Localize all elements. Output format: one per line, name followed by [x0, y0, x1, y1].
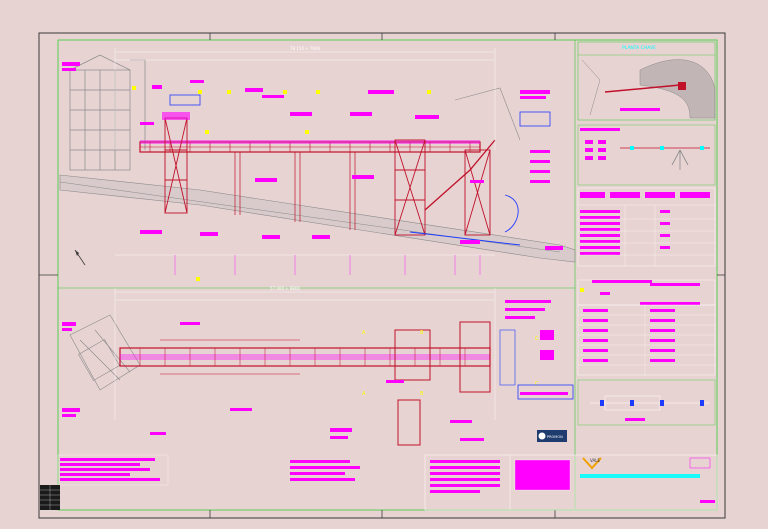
general-notes — [57, 454, 360, 486]
plan-view: 57 000 + 8800 A A B B C C — [62, 286, 574, 446]
promon-logo-icon: PROMON — [537, 430, 567, 442]
existing-plan-structures — [69, 314, 141, 391]
elevation-yellow-tags — [132, 86, 431, 281]
terrain-slope — [59, 174, 576, 263]
section-b-top: B — [420, 330, 424, 336]
section-a-top: A — [362, 330, 366, 336]
key-plan-title: PLANTA CHAVE — [622, 45, 656, 51]
section-c-top: C — [535, 336, 539, 342]
key-plan: PLANTA CHAVE — [577, 41, 716, 121]
axis-grid — [174, 255, 481, 275]
bill-of-materials-table — [577, 187, 716, 267]
existing-building — [69, 54, 146, 171]
support-detail — [577, 379, 716, 426]
title-block: VALE PROMON — [424, 430, 718, 511]
elevation-callouts — [62, 62, 563, 250]
vale-logo-icon: VALE — [582, 457, 602, 470]
section-b-bottom: B — [420, 391, 424, 397]
section-c-bottom: C — [535, 381, 539, 387]
inclined-conveyor — [424, 139, 496, 211]
transfer-tower — [394, 139, 491, 236]
drawing-frame — [57, 39, 718, 511]
support-bents — [234, 152, 356, 230]
detail-block — [577, 124, 716, 186]
plan-dimension: 57 000 + 8800 — [270, 286, 301, 291]
logo-text: PROMON — [547, 435, 563, 439]
section-markers: A A B B C C — [362, 330, 539, 397]
frame-ticks — [39, 33, 725, 518]
gallery-truss — [140, 142, 480, 152]
section-a-bottom: A — [362, 391, 366, 397]
company-name: VALE — [590, 458, 600, 463]
plan-dimension-lines — [114, 288, 496, 420]
plan-conveyor-ties — [139, 348, 466, 366]
top-dimension: 78 150 + 7600 — [290, 46, 321, 51]
elevation-view: 78 150 + 7600 — [59, 46, 576, 281]
plan-transfer-house — [394, 329, 431, 381]
notes-table — [577, 279, 716, 306]
revision-block — [40, 485, 60, 510]
north-arrow-icon — [74, 249, 86, 266]
plan-callouts — [62, 300, 568, 441]
parts-list-table — [577, 304, 716, 376]
dimension-lines — [114, 48, 496, 256]
sheet-border — [38, 32, 726, 519]
plan-chute — [397, 399, 421, 446]
